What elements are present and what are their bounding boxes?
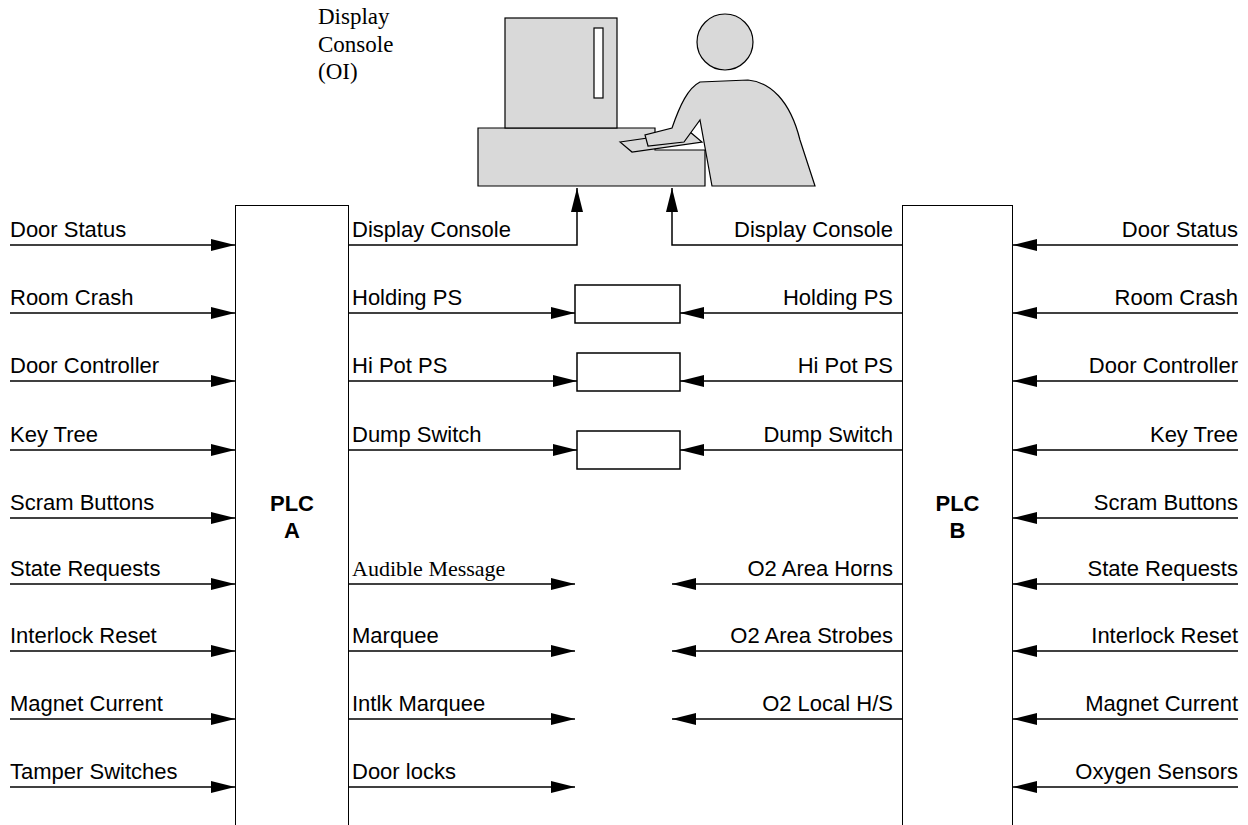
signal-lines — [10, 245, 1238, 787]
signal-label: Room Crash — [1115, 285, 1238, 310]
output-line — [672, 718, 902, 720]
output-line — [680, 380, 902, 382]
plc-box: PLC B — [902, 205, 1013, 825]
input-line — [10, 718, 235, 720]
signal-label: Key Tree — [1150, 422, 1238, 447]
signal-label: O2 Local H/S — [762, 691, 893, 716]
input-line — [1013, 244, 1238, 246]
signal-label: Marquee — [352, 623, 439, 648]
signal-label: Door Controller — [10, 353, 159, 378]
input-line — [10, 312, 235, 314]
signal-label: Tamper Switches — [10, 759, 178, 784]
input-line — [1013, 517, 1238, 519]
input-line — [10, 517, 235, 519]
signal-label: Dump Switch — [352, 422, 482, 447]
signal-label: Interlock Reset — [10, 623, 157, 648]
node-title: PLC B — [936, 491, 980, 544]
signal-label: O2 Area Strobes — [730, 623, 893, 648]
output-line — [349, 786, 575, 788]
signal-label: Intlk Marquee — [352, 691, 485, 716]
output-line — [349, 583, 575, 585]
signal-label: Door Controller — [1089, 353, 1238, 378]
signal-label: Hi Pot PS — [798, 353, 893, 378]
signal-label: Magnet Current — [1085, 691, 1238, 716]
node-title: Display Console (OI) — [318, 3, 393, 86]
connector-label: Display Console — [352, 217, 511, 242]
signal-label: Hi Pot PS — [352, 353, 447, 378]
signal-label: Magnet Current — [10, 691, 163, 716]
input-line — [1013, 449, 1238, 451]
supply-block — [575, 285, 680, 323]
input-line — [1013, 786, 1238, 788]
plc-box: PLC A — [235, 205, 349, 825]
output-line — [349, 380, 577, 382]
monitor-slot — [594, 28, 603, 98]
signal-label: Room Crash — [10, 285, 133, 310]
output-line — [349, 312, 575, 314]
signal-label: Audible Message — [352, 556, 505, 581]
console-station: Display Console (OI) — [315, 0, 820, 188]
input-line — [10, 786, 235, 788]
operator-head — [697, 14, 753, 70]
input-line — [1013, 380, 1238, 382]
console-illustration — [478, 14, 815, 186]
supply-block — [577, 353, 680, 391]
signal-label: Door Status — [1122, 217, 1238, 242]
signal-label: O2 Area Horns — [747, 556, 893, 581]
signal-label: Scram Buttons — [10, 490, 154, 515]
output-line — [672, 583, 902, 585]
input-line — [1013, 312, 1238, 314]
output-line — [349, 718, 575, 720]
signal-label: Scram Buttons — [1094, 490, 1238, 515]
output-blocks — [575, 285, 680, 469]
signal-label: Interlock Reset — [1091, 623, 1238, 648]
input-line — [10, 380, 235, 382]
input-line — [1013, 583, 1238, 585]
signal-label: Holding PS — [783, 285, 893, 310]
input-line — [10, 650, 235, 652]
signal-label: Dump Switch — [763, 422, 893, 447]
output-line — [672, 650, 902, 652]
signal-label: State Requests — [10, 556, 160, 581]
signal-label: State Requests — [1088, 556, 1238, 581]
output-line — [680, 312, 902, 314]
signal-label: Oxygen Sensors — [1075, 759, 1238, 784]
operator-body — [645, 80, 815, 186]
switch-block — [577, 431, 680, 469]
connector-arrow — [672, 188, 902, 245]
signal-label: Door Status — [10, 217, 126, 242]
connector-label: Display Console — [734, 217, 893, 242]
output-line — [349, 449, 577, 451]
input-line — [1013, 650, 1238, 652]
signal-label: Door locks — [352, 759, 456, 784]
connector-arrow — [349, 188, 577, 245]
input-line — [10, 449, 235, 451]
input-line — [10, 583, 235, 585]
output-line — [680, 449, 902, 451]
node-title: PLC A — [270, 491, 314, 544]
input-line — [10, 244, 235, 246]
output-line — [349, 650, 575, 652]
signal-label: Holding PS — [352, 285, 462, 310]
signal-label: Key Tree — [10, 422, 98, 447]
monitor-shape — [505, 18, 617, 128]
input-line — [1013, 718, 1238, 720]
